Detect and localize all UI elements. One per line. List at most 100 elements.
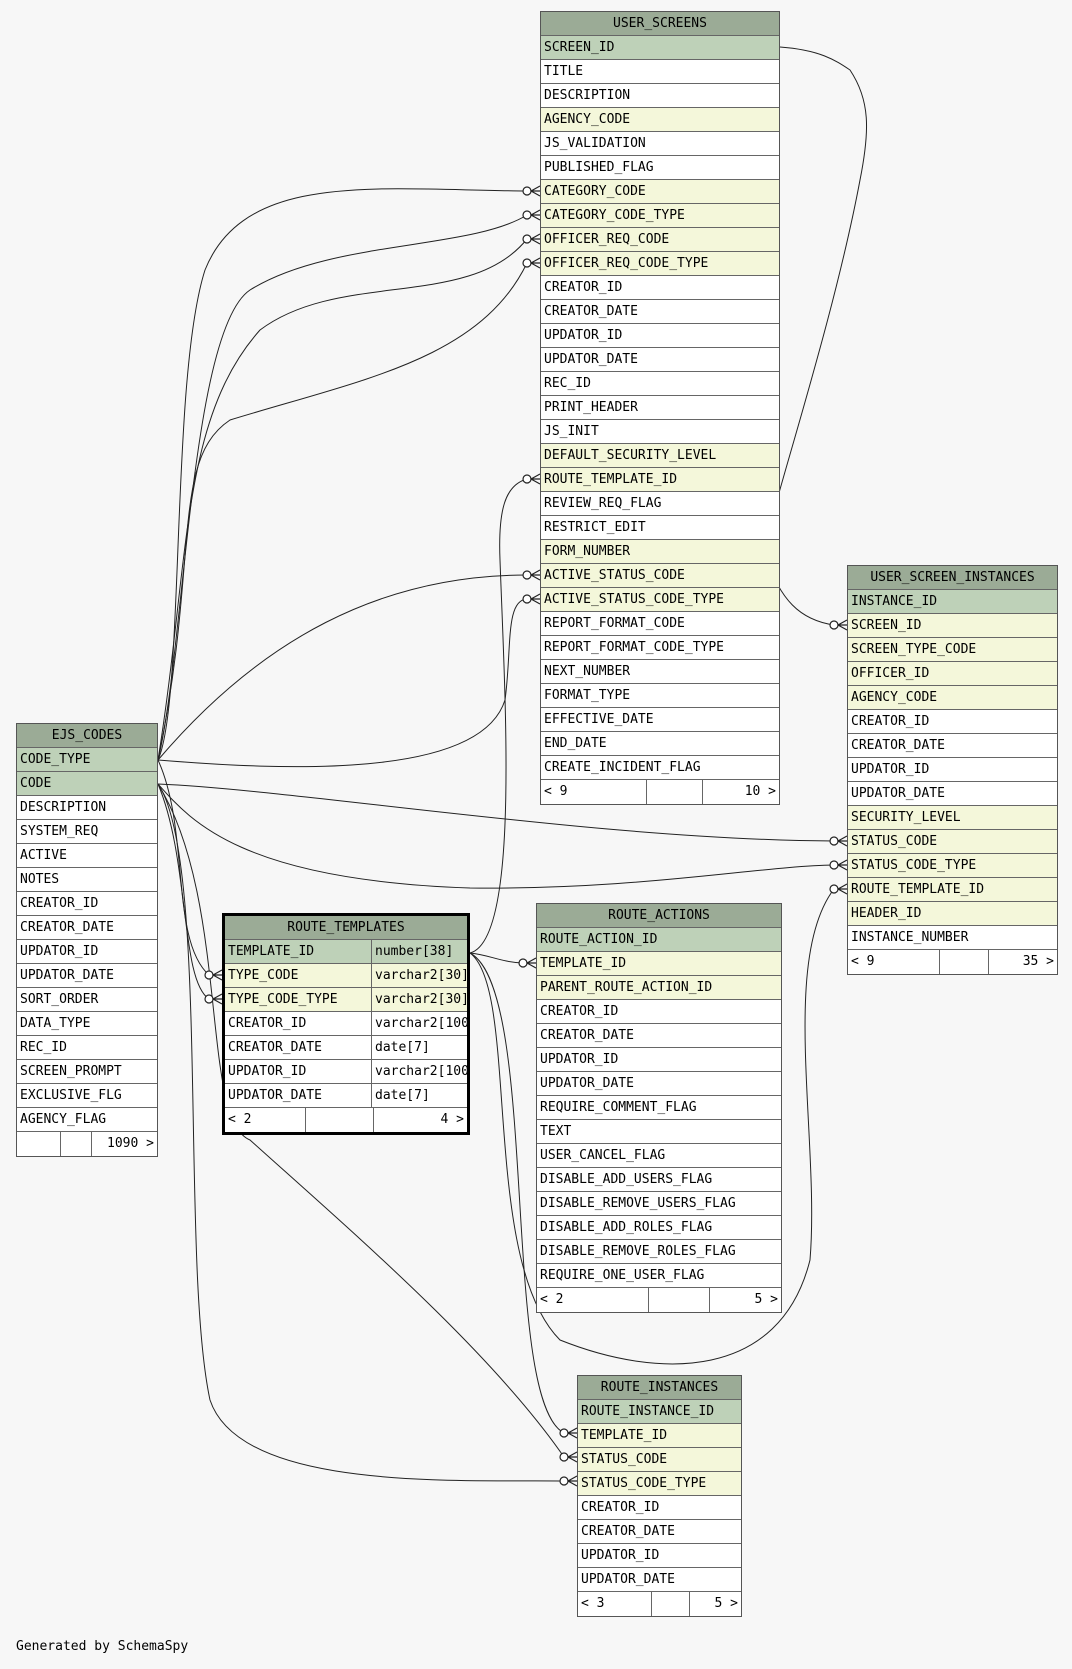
column-row[interactable]: SYSTEM_REQ <box>17 820 157 844</box>
children-count[interactable]: 35 > <box>987 950 1057 974</box>
children-count[interactable]: 5 > <box>708 1288 781 1312</box>
column-row[interactable]: JS_VALIDATION <box>541 132 779 156</box>
column-row[interactable]: NEXT_NUMBER <box>541 660 779 684</box>
column-row[interactable]: REVIEW_REQ_FLAG <box>541 492 779 516</box>
column-row[interactable]: CREATOR_ID <box>537 1000 781 1024</box>
column-row[interactable]: AGENCY_CODE <box>848 686 1057 710</box>
column-row[interactable]: REPORT_FORMAT_CODE <box>541 612 779 636</box>
column-row[interactable]: CREATOR_ID <box>17 892 157 916</box>
column-row[interactable]: DISABLE_ADD_ROLES_FLAG <box>537 1216 781 1240</box>
children-count[interactable]: 10 > <box>701 780 779 804</box>
column-row[interactable]: CREATOR_DATE <box>537 1024 781 1048</box>
parents-count[interactable]: < 9 <box>544 784 568 799</box>
column-row[interactable]: STATUS_CODE_TYPE <box>578 1472 741 1496</box>
column-row[interactable]: DESCRIPTION <box>541 84 779 108</box>
column-row[interactable]: UPDATOR_ID <box>537 1048 781 1072</box>
column-row[interactable]: CATEGORY_CODE_TYPE <box>541 204 779 228</box>
column-row[interactable]: CREATOR_ID <box>578 1496 741 1520</box>
table-header[interactable]: USER_SCREENS <box>541 12 779 36</box>
column-row[interactable]: SECURITY_LEVEL <box>848 806 1057 830</box>
column-row[interactable]: UPDATOR_DATE <box>578 1568 741 1592</box>
column-row[interactable]: TEXT <box>537 1120 781 1144</box>
column-row[interactable]: REC_ID <box>541 372 779 396</box>
column-row[interactable]: CREATE_INCIDENT_FLAG <box>541 756 779 780</box>
column-row[interactable]: EFFECTIVE_DATE <box>541 708 779 732</box>
column-row[interactable]: ROUTE_ACTION_ID <box>537 928 781 952</box>
parents-count[interactable]: < 3 <box>581 1596 605 1611</box>
column-row[interactable]: CREATOR_DATE <box>848 734 1057 758</box>
column-row[interactable]: CREATOR_DATE <box>578 1520 741 1544</box>
column-row[interactable]: RESTRICT_EDIT <box>541 516 779 540</box>
column-row[interactable]: NOTES <box>17 868 157 892</box>
column-row[interactable]: CATEGORY_CODE <box>541 180 779 204</box>
column-row[interactable]: OFFICER_ID <box>848 662 1057 686</box>
column-row[interactable]: REPORT_FORMAT_CODE_TYPE <box>541 636 779 660</box>
column-row[interactable]: SCREEN_ID <box>848 614 1057 638</box>
table-header[interactable]: ROUTE_ACTIONS <box>537 904 781 928</box>
column-row[interactable]: DISABLE_REMOVE_USERS_FLAG <box>537 1192 781 1216</box>
column-row[interactable]: FORMAT_TYPE <box>541 684 779 708</box>
column-row[interactable]: END_DATE <box>541 732 779 756</box>
column-row[interactable]: REC_ID <box>17 1036 157 1060</box>
column-row[interactable]: TEMPLATE_ID <box>578 1424 741 1448</box>
column-row[interactable]: UPDATOR_DATE <box>537 1072 781 1096</box>
column-row[interactable]: USER_CANCEL_FLAG <box>537 1144 781 1168</box>
column-row[interactable]: SORT_ORDER <box>17 988 157 1012</box>
column-row[interactable]: UPDATOR_ID <box>541 324 779 348</box>
column-row[interactable]: SCREEN_TYPE_CODE <box>848 638 1057 662</box>
children-count[interactable]: 5 > <box>688 1592 741 1616</box>
parents-count[interactable]: < 9 <box>851 954 875 969</box>
table-header[interactable]: EJS_CODES <box>17 724 157 748</box>
column-row[interactable]: SCREEN_ID <box>541 36 779 60</box>
children-count[interactable]: 4 > <box>373 1108 467 1132</box>
column-row[interactable]: PARENT_ROUTE_ACTION_ID <box>537 976 781 1000</box>
column-row[interactable]: INSTANCE_ID <box>848 590 1057 614</box>
column-row[interactable]: STATUS_CODE_TYPE <box>848 854 1057 878</box>
column-row[interactable]: DATA_TYPE <box>17 1012 157 1036</box>
column-row[interactable]: ROUTE_TEMPLATE_ID <box>848 878 1057 902</box>
column-row[interactable]: CREATOR_DATE <box>541 300 779 324</box>
table-header[interactable]: ROUTE_INSTANCES <box>578 1376 741 1400</box>
column-row[interactable]: ACTIVE_STATUS_CODE_TYPE <box>541 588 779 612</box>
column-row[interactable]: PRINT_HEADER <box>541 396 779 420</box>
column-row[interactable]: STATUS_CODE <box>848 830 1057 854</box>
column-row[interactable]: DISABLE_ADD_USERS_FLAG <box>537 1168 781 1192</box>
column-row[interactable]: REQUIRE_ONE_USER_FLAG <box>537 1264 781 1288</box>
column-row[interactable]: ACTIVE_STATUS_CODE <box>541 564 779 588</box>
column-row[interactable]: DESCRIPTION <box>17 796 157 820</box>
column-row[interactable]: CREATOR_ID <box>541 276 779 300</box>
column-row[interactable]: EXCLUSIVE_FLG <box>17 1084 157 1108</box>
column-row[interactable]: DEFAULT_SECURITY_LEVEL <box>541 444 779 468</box>
table-header[interactable]: ROUTE_TEMPLATES <box>225 916 467 940</box>
table-header[interactable]: USER_SCREEN_INSTANCES <box>848 566 1057 590</box>
column-row[interactable]: DISABLE_REMOVE_ROLES_FLAG <box>537 1240 781 1264</box>
parents-count[interactable] <box>17 1132 60 1156</box>
column-row[interactable]: JS_INIT <box>541 420 779 444</box>
column-row[interactable]: SCREEN_PROMPT <box>17 1060 157 1084</box>
column-row[interactable]: CREATOR_ID <box>848 710 1057 734</box>
column-row[interactable]: ROUTE_TEMPLATE_ID <box>541 468 779 492</box>
column-row[interactable]: HEADER_ID <box>848 902 1057 926</box>
column-row[interactable]: FORM_NUMBER <box>541 540 779 564</box>
column-row[interactable]: UPDATOR_ID <box>17 940 157 964</box>
column-row[interactable]: CODE <box>17 772 157 796</box>
column-row[interactable]: CREATOR_DATE <box>17 916 157 940</box>
column-row[interactable]: REQUIRE_COMMENT_FLAG <box>537 1096 781 1120</box>
column-row[interactable]: ROUTE_INSTANCE_ID <box>578 1400 741 1424</box>
column-row[interactable]: PUBLISHED_FLAG <box>541 156 779 180</box>
parents-count[interactable]: < 2 <box>228 1112 252 1127</box>
column-row[interactable]: UPDATOR_DATE <box>541 348 779 372</box>
children-count[interactable]: 1090 > <box>90 1132 157 1156</box>
column-row[interactable]: CODE_TYPE <box>17 748 157 772</box>
column-row[interactable]: AGENCY_CODE <box>541 108 779 132</box>
column-row[interactable]: ACTIVE <box>17 844 157 868</box>
